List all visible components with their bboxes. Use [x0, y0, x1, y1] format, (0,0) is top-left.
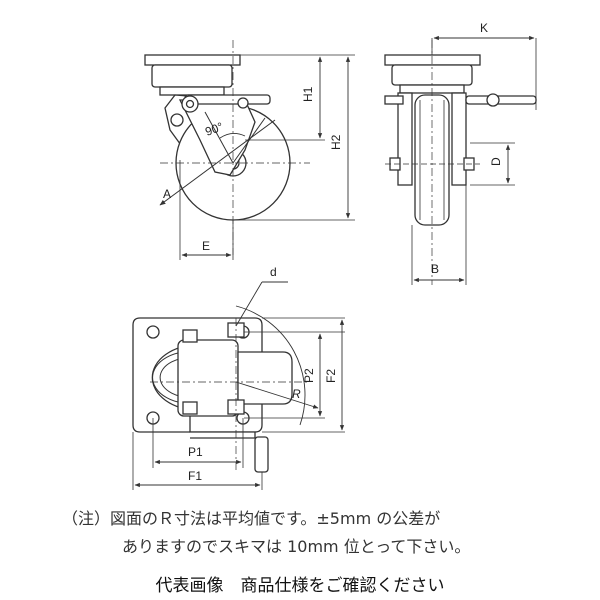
label-e: E	[202, 239, 210, 253]
label-k: K	[480, 21, 488, 35]
label-h2: H2	[329, 134, 343, 150]
label-d: D	[489, 157, 503, 166]
side-swivel-housing	[151, 64, 233, 88]
bolt-hole	[146, 325, 160, 339]
top-wheel	[237, 351, 293, 405]
label-p1: P1	[188, 445, 203, 459]
note-line-1: （注）図面のＲ寸法は平均値です。±5mm の公差が	[62, 509, 441, 528]
caster-technical-drawing: H1 H2 E A 90° K D	[132, 21, 537, 490]
front-brake-lever	[465, 95, 537, 105]
caption: 代表画像 商品仕様をご確認ください	[155, 576, 445, 596]
r-arc	[235, 305, 306, 426]
label-d-small: d	[270, 265, 277, 279]
label-h1: H1	[301, 86, 315, 102]
label-a: A	[163, 187, 171, 201]
front-top-plate	[384, 54, 481, 66]
label-p2: P2	[302, 368, 316, 383]
top-brake-pedal	[254, 436, 269, 473]
front-view	[384, 35, 537, 285]
top-brake-arm	[189, 416, 256, 439]
front-fork-right	[451, 92, 467, 186]
label-f1: F1	[188, 469, 202, 483]
label-angle: 90°	[203, 119, 225, 138]
label-r: R	[292, 387, 301, 401]
label-f2: F2	[324, 369, 338, 383]
top-view	[132, 281, 345, 490]
side-top-plate	[144, 54, 241, 66]
label-b: B	[431, 262, 439, 276]
note-line-2: ありますのでスキマは 10mm 位とって下さい。	[122, 537, 471, 556]
side-view	[144, 40, 355, 260]
front-fork-left	[397, 92, 413, 186]
